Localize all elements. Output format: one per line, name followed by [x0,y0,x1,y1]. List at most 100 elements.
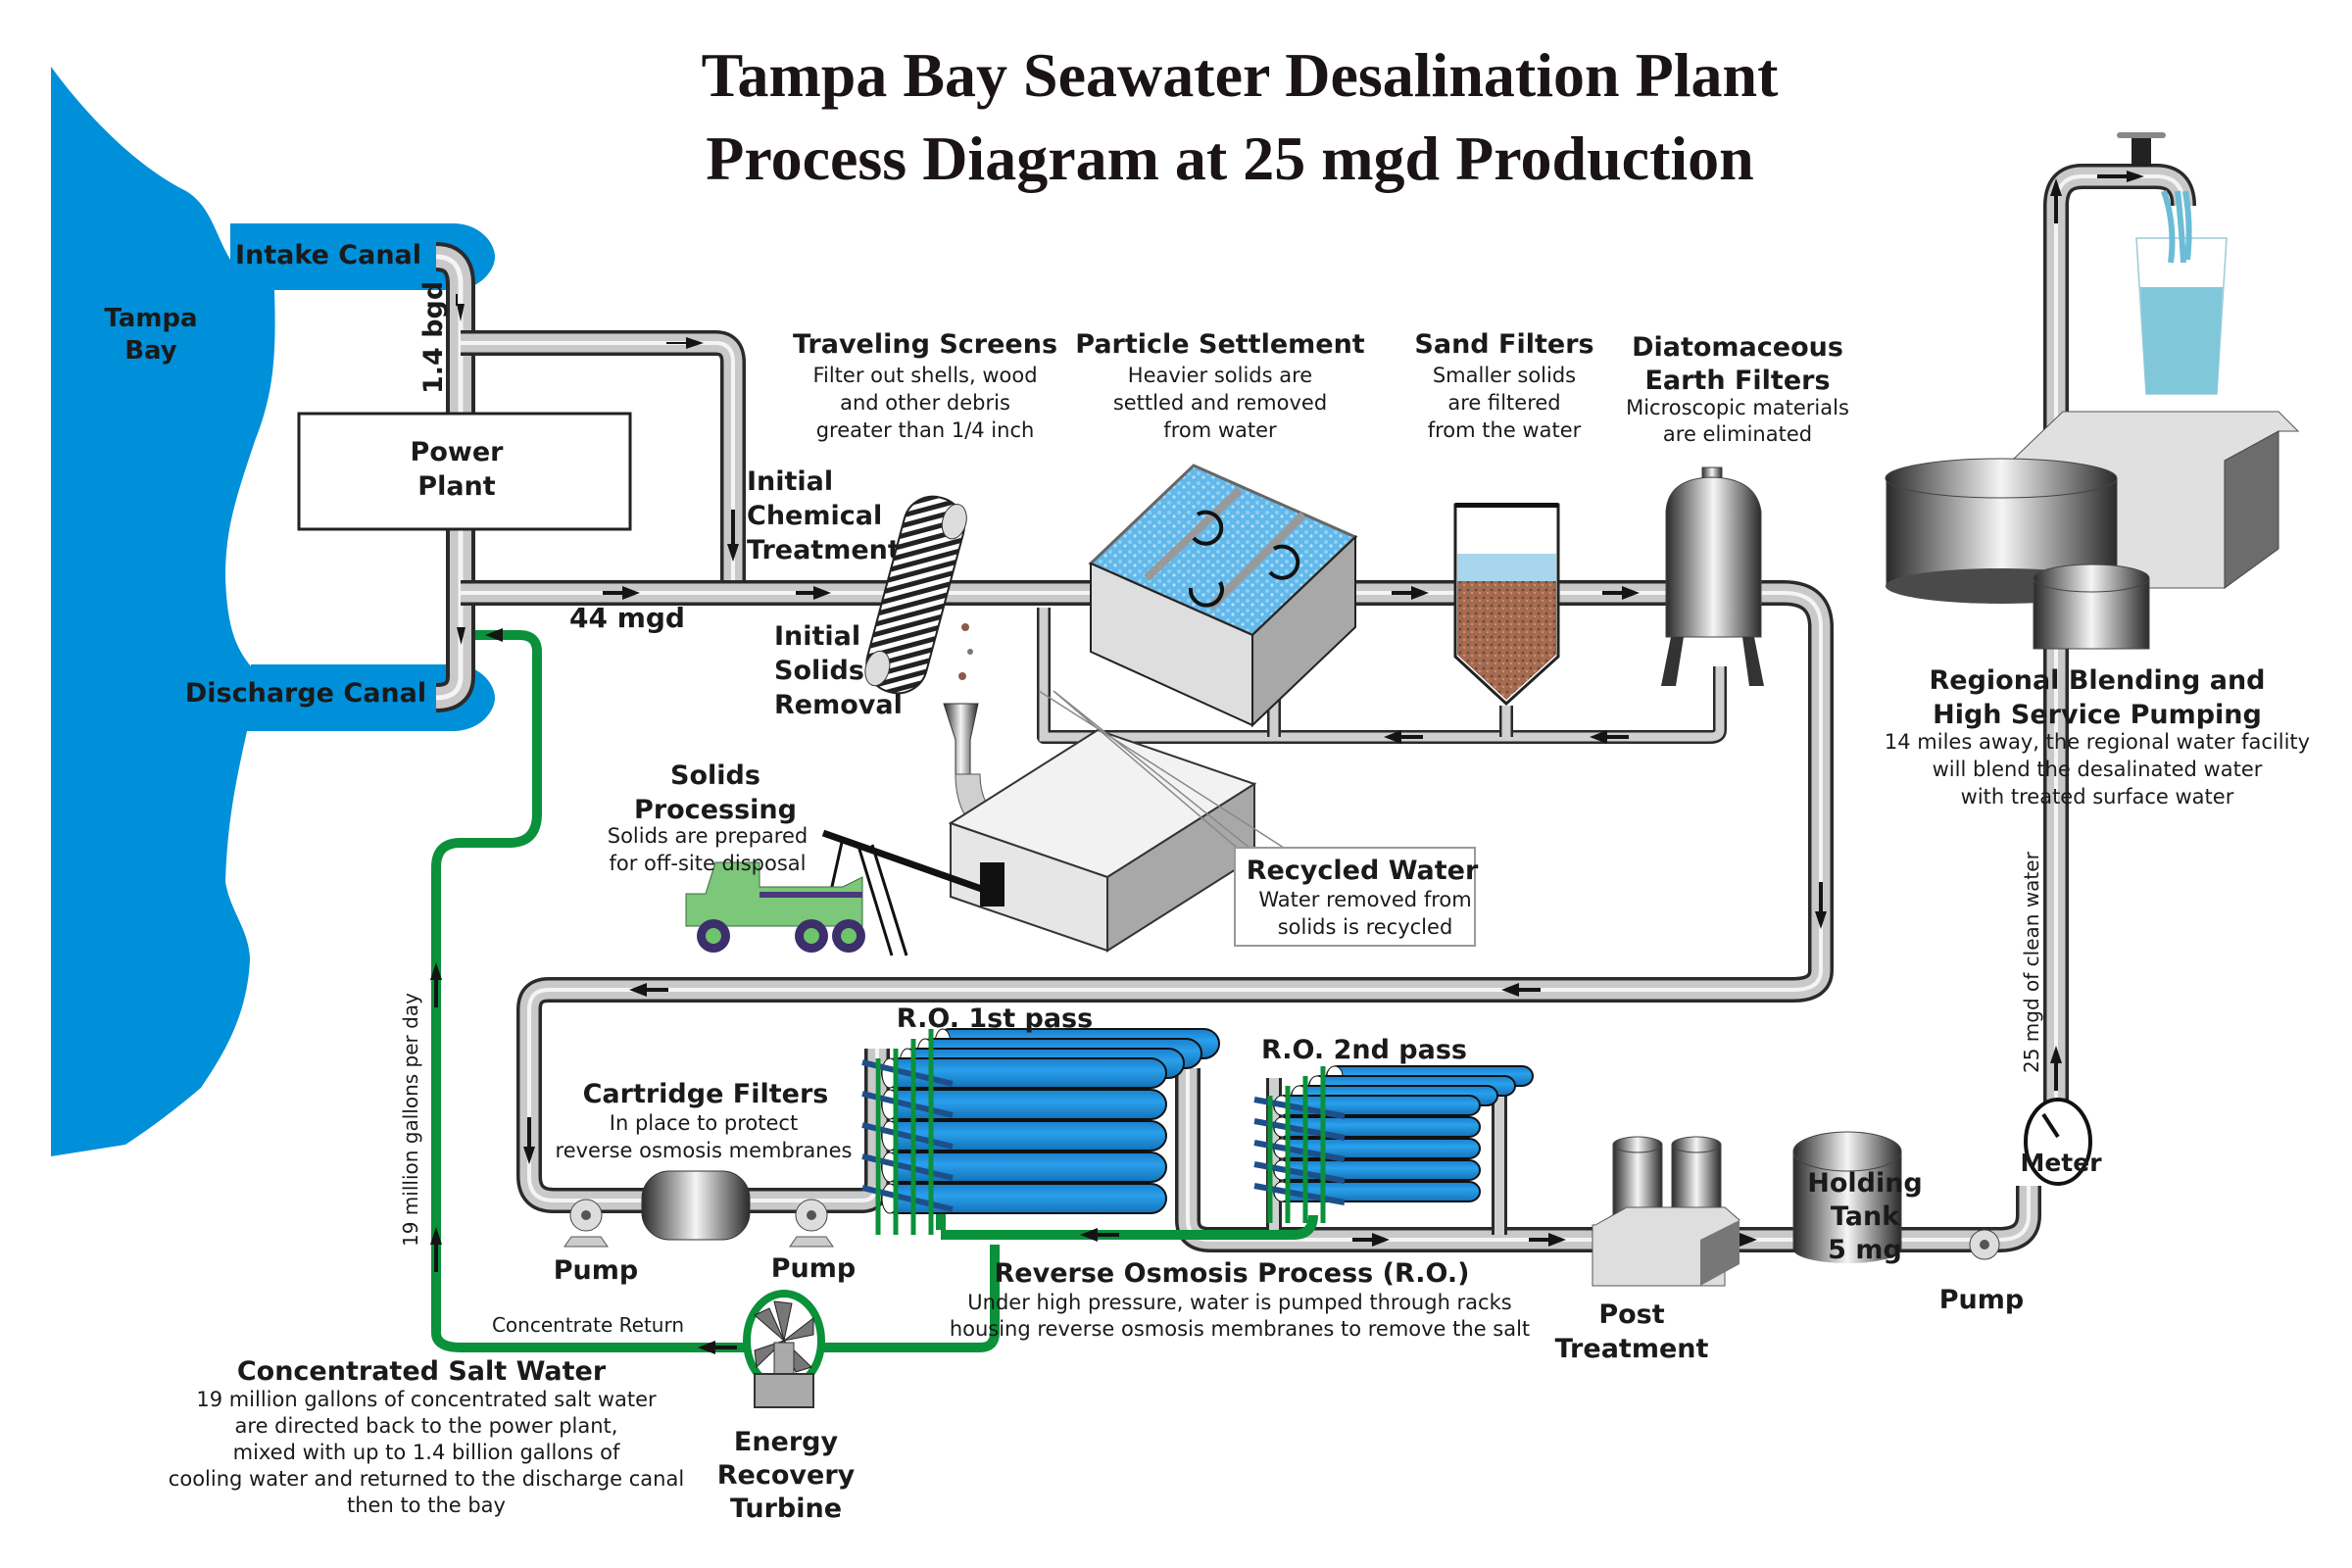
conveyor [821,829,992,896]
solids-processing-title-line2: Processing [634,795,797,825]
dump-truck-icon [685,861,865,953]
holding-tank-line3: 5 mg [1828,1235,1902,1265]
traveling-screens-title: Traveling Screens [793,329,1057,360]
power-plant-line2: Plant [417,471,495,502]
clean-water-flow-label: 25 mgd of clean water [2020,851,2043,1073]
diatomaceous-desc-1: Microscopic materials [1626,396,1849,419]
cartridge-desc-1: In place to protect [610,1111,798,1135]
concentrate-return-label: Concentrate Return [492,1313,684,1337]
meter-needle-icon [2041,1112,2060,1139]
recycled-water-desc-1: Water removed from [1258,888,1471,911]
concentrate-desc-1: 19 million gallons of concentrated salt … [196,1388,657,1411]
recycled-water-callout: Recycled Water Water removed from solids… [1038,690,1479,947]
sand-filters-desc-1: Smaller solids [1433,364,1576,387]
turbine-line2: Recovery [717,1460,856,1491]
initial-solids-line2: Solids [774,656,864,686]
recycled-water-title: Recycled Water [1247,856,1479,886]
cartridge-filters: Cartridge Filters In place to protect re… [554,1079,856,1286]
regional-title-line2: High Service Pumping [1933,700,2262,730]
debris-funnel [943,703,979,780]
ro-membrane-vessel [881,1057,1167,1089]
solids-processing-desc-2: for off-site disposal [610,852,807,875]
particle-settlement-desc-3: from water [1163,418,1277,442]
traveling-screens-desc-1: Filter out shells, wood [812,364,1037,387]
power-plant: Power Plant 1.4 bgd 44 mgd [297,281,685,634]
cartridge-desc-2: reverse osmosis membranes [556,1139,853,1162]
sand-filters-desc-2: are filtered [1447,391,1560,415]
sand-filters-desc-3: from the water [1428,418,1582,442]
concentrated-salt-water-title: Concentrated Salt Water [237,1356,607,1387]
traveling-screens-desc-3: greater than 1/4 inch [816,418,1035,442]
ro-process-desc-1: Under high pressure, water is pumped thr… [967,1291,1511,1314]
holding-tank-line2: Tank [1831,1201,1900,1232]
particle-settlement-desc-1: Heavier solids are [1128,364,1312,387]
turbine-line1: Energy [734,1427,839,1457]
final-pump: Pump [1939,1229,2024,1315]
pump-icon-left [564,1199,609,1248]
ro-second-pass-label: R.O. 2nd pass [1261,1035,1467,1065]
initial-chemical-line2: Chemical [747,501,882,531]
concentrate-flow-label: 19 million gallons per day [399,993,422,1247]
intake-canal-label: Intake Canal [235,240,421,270]
regional-desc-2: will blend the desalinated water [1933,758,2263,781]
title-line2: Process Diagram at 25 mgd Production [706,123,1754,193]
regional-desc-1: 14 miles away, the regional water facili… [1885,730,2310,754]
ro-membrane-vessel [881,1183,1167,1214]
concentrate-desc-2: are directed back to the power plant, [235,1414,618,1438]
concentrate-desc-5: then to the bay [347,1494,506,1517]
concentrate-desc-3: mixed with up to 1.4 billion gallons of [233,1441,620,1464]
power-plant-line1: Power [411,437,505,467]
ro-first-pass-label: R.O. 1st pass [897,1004,1093,1034]
concentrate-desc-4: cooling water and returned to the discha… [169,1467,684,1491]
recycled-water-desc-2: solids is recycled [1278,915,1453,939]
regional-desc-3: with treated surface water [1961,785,2234,808]
post-treatment-line2: Treatment [1555,1334,1709,1364]
diatomaceous-desc-2: are eliminated [1663,422,1812,446]
plant-flow-label: 44 mgd [569,602,685,634]
bay-label-line1: Tampa [104,304,197,333]
intake-flow-label: 1.4 bgd [418,281,449,394]
pump-left-label: Pump [554,1255,638,1286]
final-pump-label: Pump [1939,1285,2024,1315]
pump-icon-right [789,1199,834,1248]
meter-label: Meter [2020,1149,2102,1177]
initial-chemical-line3: Treatment [747,535,901,565]
turbine-line3: Turbine [730,1494,842,1524]
diatomaceous-title-line2: Earth Filters [1644,366,1830,396]
regional-title-line1: Regional Blending and [1930,665,2266,696]
title-line1: Tampa Bay Seawater Desalination Plant [702,40,1779,110]
post-treatment: Post Treatment [1555,1136,1740,1364]
tampa-bay: Tampa Bay Intake Canal Discharge Canal [51,67,495,1156]
concentrate-return: Concentrate Return 19 million gallons pe… [169,993,684,1517]
regional-blending: Regional Blending and High Service Pumpi… [1885,132,2310,1073]
ro-membrane-vessel [881,1120,1167,1152]
ro-membrane-vessel [881,1152,1167,1183]
ro-second-pass-rack [1253,1065,1534,1223]
particle-settlement-title: Particle Settlement [1075,329,1365,360]
pump-right-label: Pump [771,1253,856,1284]
ro-process-title: Reverse Osmosis Process (R.O.) [995,1258,1470,1289]
diatomaceous-earth-filters: Diatomaceous Earth Filters Microscopic m… [1626,332,1849,686]
faucet-icon [2117,132,2166,167]
traveling-screen-icon [864,495,967,695]
bay-water [51,67,495,1156]
initial-solids-removal: Initial Solids Removal [774,621,903,720]
bay-label-line2: Bay [124,336,177,366]
flow-meter: Meter [2020,1098,2102,1186]
cartridge-title: Cartridge Filters [583,1079,829,1109]
diatomaceous-title-line1: Diatomaceous [1632,332,1843,363]
ro-first-pass-rack [861,1028,1220,1235]
ro-process-desc-2: housing reverse osmosis membranes to rem… [950,1317,1530,1341]
initial-solids-line1: Initial [774,621,860,652]
flow-arrows [430,171,2144,1354]
ro-membrane-vessel [881,1089,1167,1120]
discharge-canal-label: Discharge Canal [185,678,426,709]
holding-tank: Holding Tank 5 mg [1792,1131,1923,1265]
initial-solids-line3: Removal [774,690,903,720]
solids-processing: Solids Processing Solids are prepared fo… [608,728,1257,956]
traveling-screens-desc-2: and other debris [840,391,1010,415]
water-glass-icon [2135,190,2228,395]
particle-settlement-desc-2: settled and removed [1113,391,1327,415]
cartridge-filter-vessel [641,1170,751,1241]
